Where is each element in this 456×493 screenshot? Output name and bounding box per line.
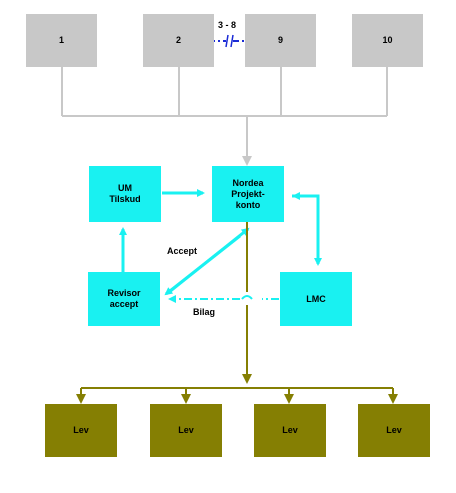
revisor-accept-box: Revisor accept bbox=[88, 272, 160, 326]
bilag-connector bbox=[168, 295, 279, 303]
olive-connector bbox=[76, 222, 398, 404]
top-connector bbox=[61, 67, 388, 166]
accept-label: Accept bbox=[167, 246, 198, 256]
bilag-label: Bilag bbox=[193, 307, 216, 317]
lev-box-3: Lev bbox=[254, 404, 326, 457]
lev-box-1: Lev bbox=[45, 404, 117, 457]
nordea-projektkonto-box: Nordea Projekt- konto bbox=[212, 166, 284, 222]
lev-box-2: Lev bbox=[150, 404, 222, 457]
top-box-9: 9 bbox=[245, 14, 316, 67]
lmc-box: LMC bbox=[280, 272, 352, 326]
top-box-10: 10 bbox=[352, 14, 423, 67]
cyan-arrows bbox=[119, 189, 322, 296]
um-tilskud-box: UM Tilskud bbox=[89, 166, 161, 222]
top-box-1: 1 bbox=[26, 14, 97, 67]
top-box-2: 2 bbox=[143, 14, 214, 67]
range-label: 3 - 8 bbox=[218, 20, 237, 30]
lev-box-4: Lev bbox=[358, 404, 430, 457]
